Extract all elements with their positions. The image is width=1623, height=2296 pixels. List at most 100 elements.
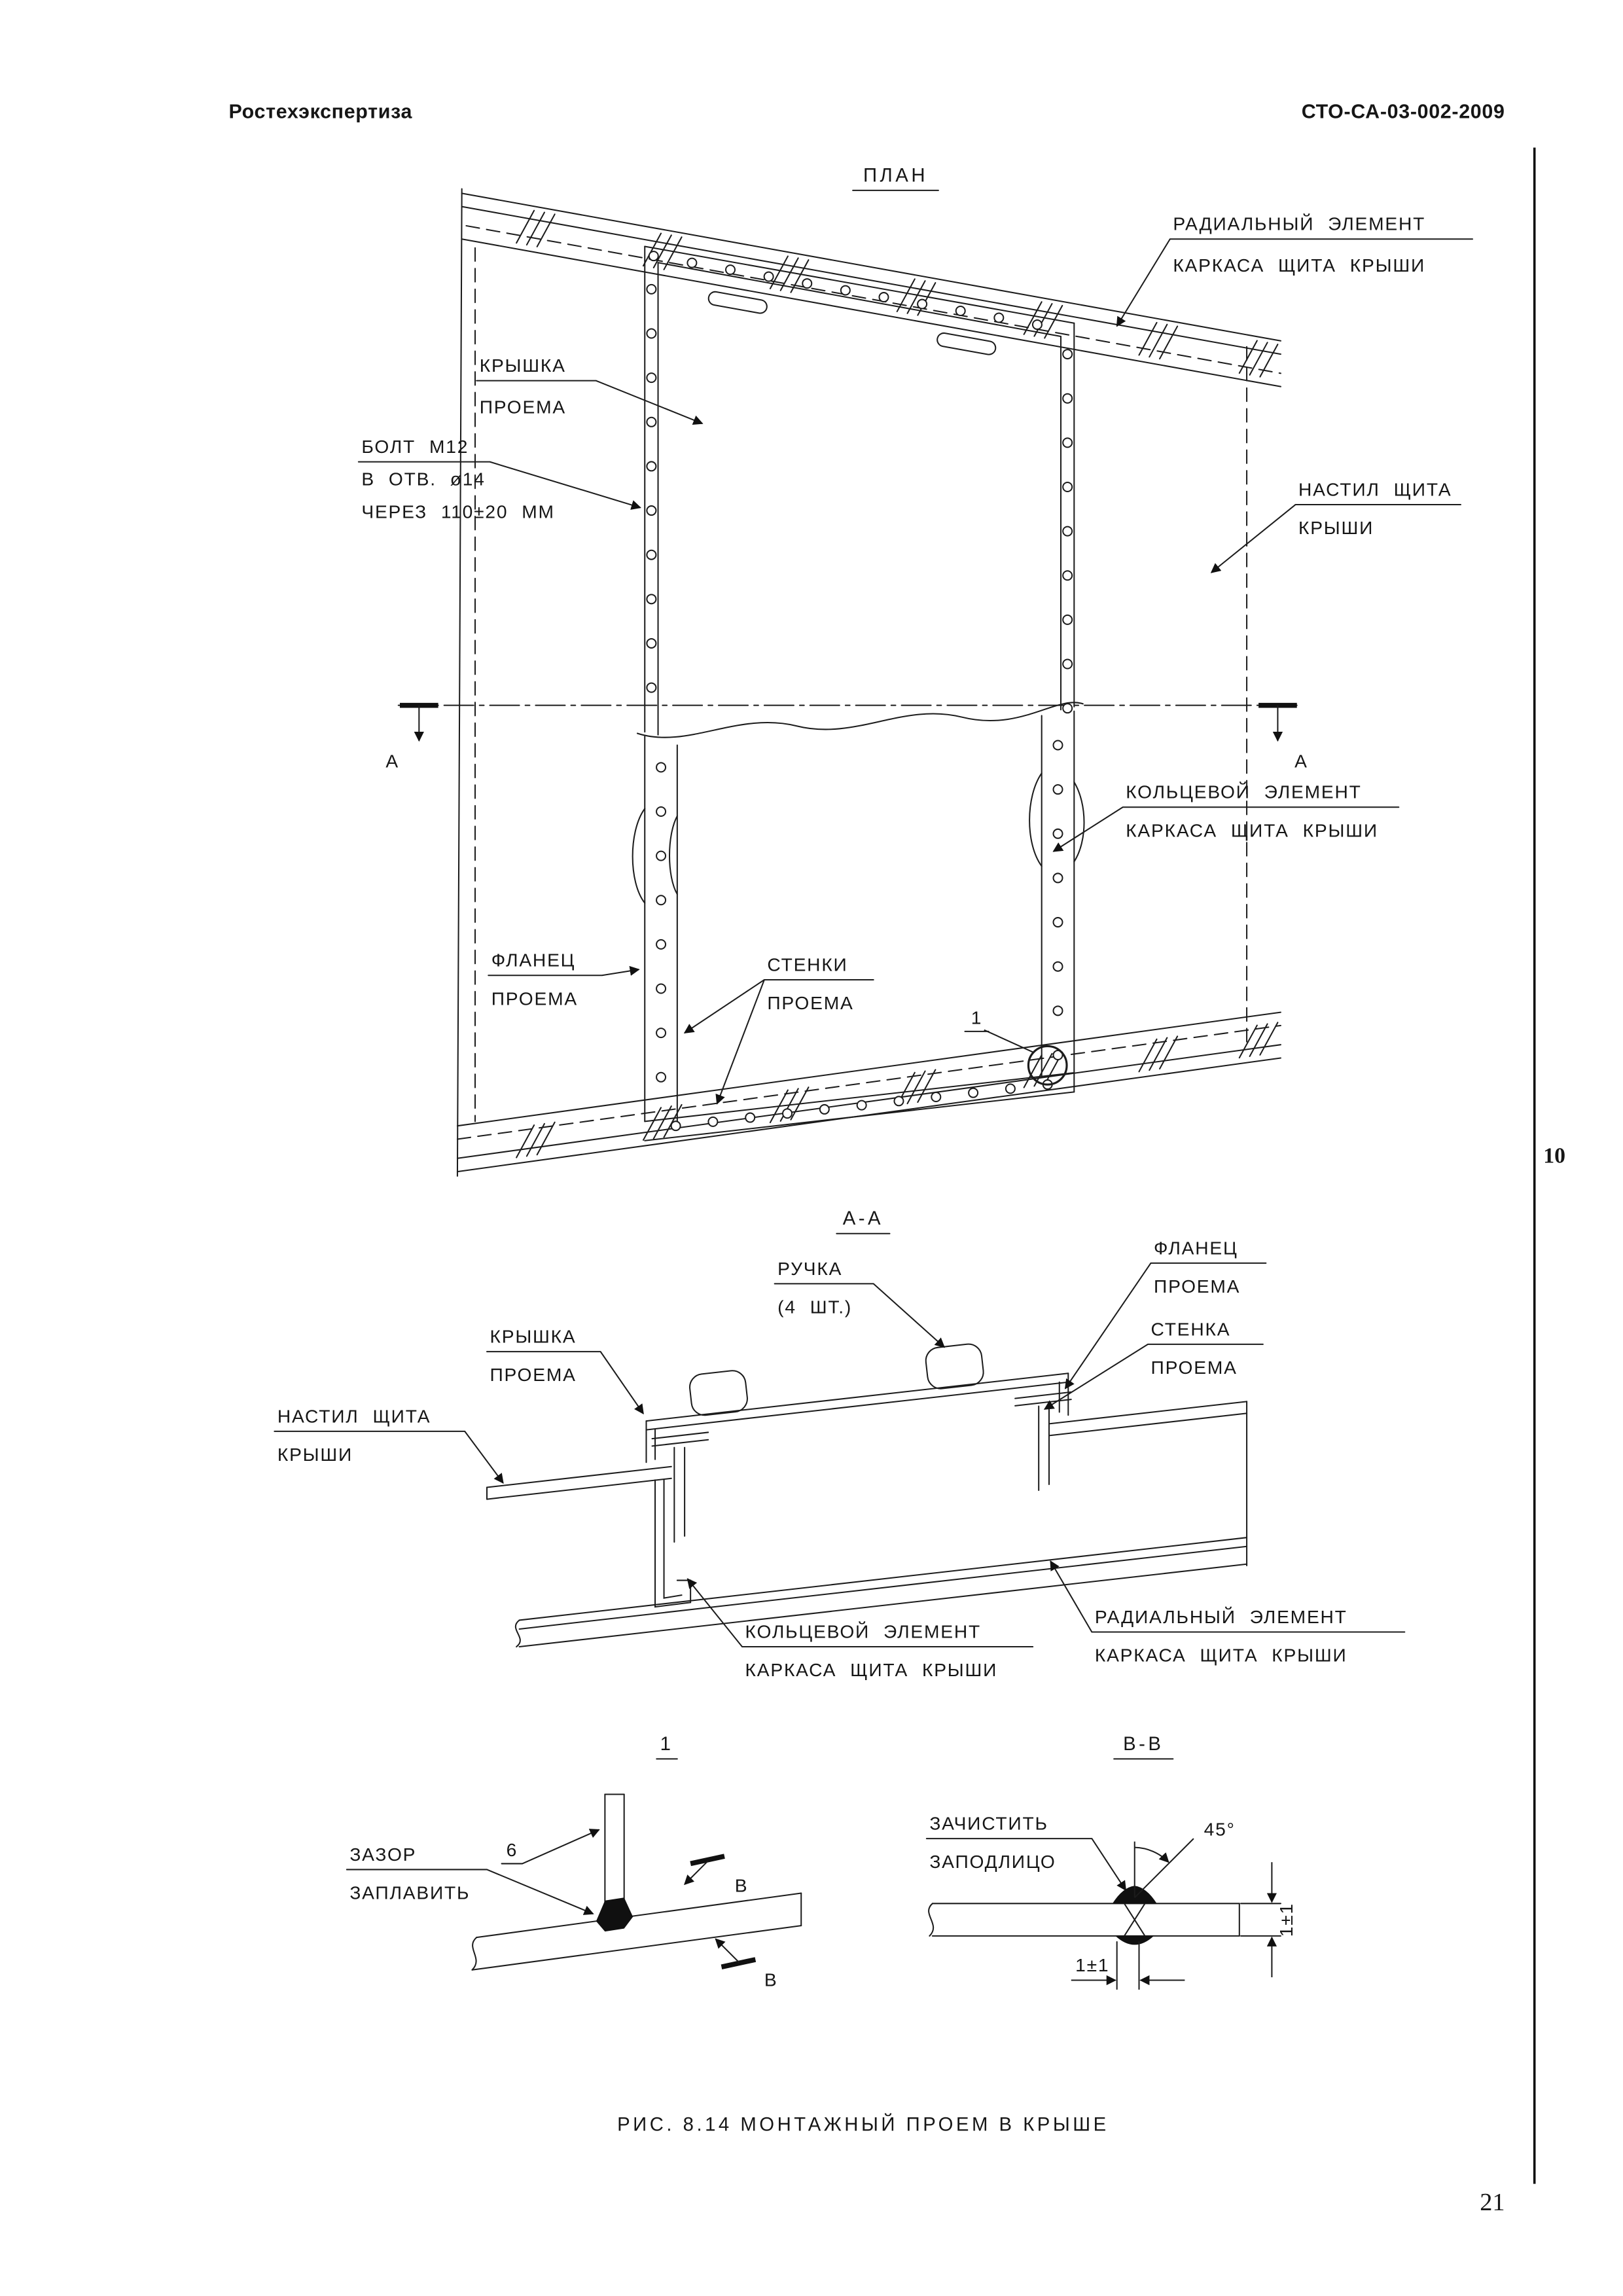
drawing-geometry (646, 549, 657, 560)
drawing-geometry (1134, 1846, 1169, 1863)
drawing-geometry (1062, 570, 1073, 581)
drawing-geometry (763, 271, 774, 282)
drawing-geometry (690, 1854, 725, 1867)
section-bb-view: В-В 45° ЗАЧИСТИТЬ ЗАПОДЛИЦО (925, 1733, 1296, 1990)
drawing-geometry (1023, 1054, 1043, 1088)
drawing-geometry (1052, 961, 1063, 972)
drawing-geometry: ПРОЕМА (490, 1364, 577, 1385)
drawing-geometry (663, 1103, 683, 1138)
drawing-geometry (536, 1121, 556, 1156)
drawing-geometry (632, 808, 646, 904)
label-gap-weld: ЗАЗОР ЗАПЛАВИТЬ (346, 1844, 594, 1915)
drawing-geometry (684, 1860, 709, 1886)
drawing-geometry (1052, 740, 1063, 751)
drawing-geometry (1014, 1399, 1072, 1407)
drawing-geometry (928, 1903, 935, 1937)
drawing-geometry (1052, 872, 1063, 884)
drawing-geometry: 6 (507, 1839, 518, 1860)
drawing-geometry (856, 1100, 867, 1111)
page-number: 21 (1480, 2189, 1505, 2216)
drawing-geometry (518, 1537, 1248, 1621)
handle-loop (925, 1343, 984, 1390)
label-cover-plan: КРЫШКА ПРОЕМА (476, 355, 704, 425)
drawing-geometry (596, 380, 704, 425)
drawing-geometry (1052, 1005, 1063, 1016)
drawing-geometry: ЗАЗОР (349, 1844, 416, 1865)
drawing-geometry (1091, 1838, 1127, 1892)
drawing-geometry (486, 1465, 672, 1488)
drawing-geometry (656, 895, 667, 906)
aa-radial-beam (514, 1537, 1248, 1648)
plan-detail-callout: 1 (964, 1007, 1068, 1086)
drawing-geometry (1116, 238, 1171, 327)
drawing-geometry: КАРКАСА ЩИТА КРЫШИ (1173, 255, 1425, 276)
drawing-geometry (1134, 1838, 1194, 1899)
drawing-geometry (1062, 393, 1073, 404)
plan-opening-cover (636, 245, 1084, 738)
drawing-geometry (536, 213, 556, 247)
drawing-geometry (840, 285, 851, 296)
drawing-geometry (931, 1091, 942, 1102)
d1-plates (471, 1793, 802, 1971)
drawing-geometry: РУЧКА (777, 1258, 842, 1279)
drawing-geometry (646, 505, 657, 516)
drawing-geometry (464, 1431, 504, 1484)
section-aa-title: А-А (843, 1208, 883, 1229)
drawing-geometry (471, 1925, 802, 1971)
drawing-geometry (1138, 1038, 1158, 1073)
label-grind-flush: ЗАЧИСТИТЬ ЗАПОДЛИЦО (925, 1813, 1127, 1892)
label-walls-plan: СТЕНКИ ПРОЕМА (683, 954, 874, 1105)
break-line (636, 702, 1084, 738)
drawing-geometry (516, 1124, 535, 1158)
drawing-geometry (461, 206, 1281, 355)
drawing-geometry (878, 292, 889, 303)
drawing-geometry (1073, 781, 1085, 863)
drawing-geometry (802, 278, 813, 289)
drawing-geometry: ЗАПОДЛИЦО (929, 1851, 1056, 1872)
drawing-geometry (707, 1116, 719, 1127)
handle-loop (689, 1370, 748, 1416)
plan-opening-walls (632, 710, 1085, 1141)
handle-slot (707, 291, 768, 314)
drawing-geometry: РАДИАЛЬНЫЙ ЭЛЕМЕНТ (1095, 1606, 1347, 1627)
drawing-geometry (1052, 806, 1124, 852)
drawing-geometry (646, 682, 657, 693)
drawing-geometry (456, 1024, 1281, 1140)
label-deck-aa: НАСТИЛ ЩИТА КРЫШИ (274, 1405, 504, 1484)
drawing-geometry (648, 251, 659, 262)
drawing-geometry (1062, 526, 1073, 537)
drawing-geometry (646, 461, 657, 472)
drawing-geometry: 1±1 (1275, 1903, 1296, 1937)
section-marker-b-top: В (735, 1874, 749, 1895)
section-bb-cut-marks: В В (684, 1854, 777, 1990)
drawing-geometry (993, 312, 1005, 323)
drawing-geometry (1210, 504, 1296, 573)
drawing-geometry: В ОТВ. ø14 (361, 469, 485, 490)
drawing-geometry (1031, 319, 1043, 330)
header-left: Ростехэкспертиза (228, 100, 412, 122)
drawing-geometry (1062, 437, 1073, 448)
handle-slot (936, 332, 997, 355)
drawing-geometry (917, 1069, 936, 1103)
drawing-geometry: КРЫШКА (480, 355, 566, 376)
aa-cover (645, 1343, 1069, 1463)
drawing-geometry (465, 224, 1281, 374)
drawing-geometry (646, 372, 657, 384)
drawing-geometry (656, 1071, 667, 1083)
drawing-geometry (1005, 1083, 1016, 1094)
drawing-geometry (873, 1283, 946, 1348)
drawing-geometry (656, 762, 667, 773)
drawing-geometry (1149, 323, 1168, 358)
plan-view: ПЛАН А А (357, 164, 1474, 1177)
figure-caption: РИС. 8.14 МОНТАЖНЫЙ ПРОЕМ В КРЫШЕ (617, 2113, 1109, 2135)
drawing-geometry (646, 328, 657, 339)
drawing-geometry (518, 1563, 1248, 1648)
drawing-geometry (955, 306, 966, 317)
drawing-geometry (1249, 1023, 1268, 1057)
weld-bead-bottom (1115, 1935, 1154, 1945)
drawing-geometry (1029, 772, 1043, 867)
label-deck-plan: НАСТИЛ ЩИТА КРЫШИ (1210, 479, 1461, 573)
plan-panel-outline (456, 188, 1281, 1177)
drawing-geometry (1159, 1035, 1179, 1069)
